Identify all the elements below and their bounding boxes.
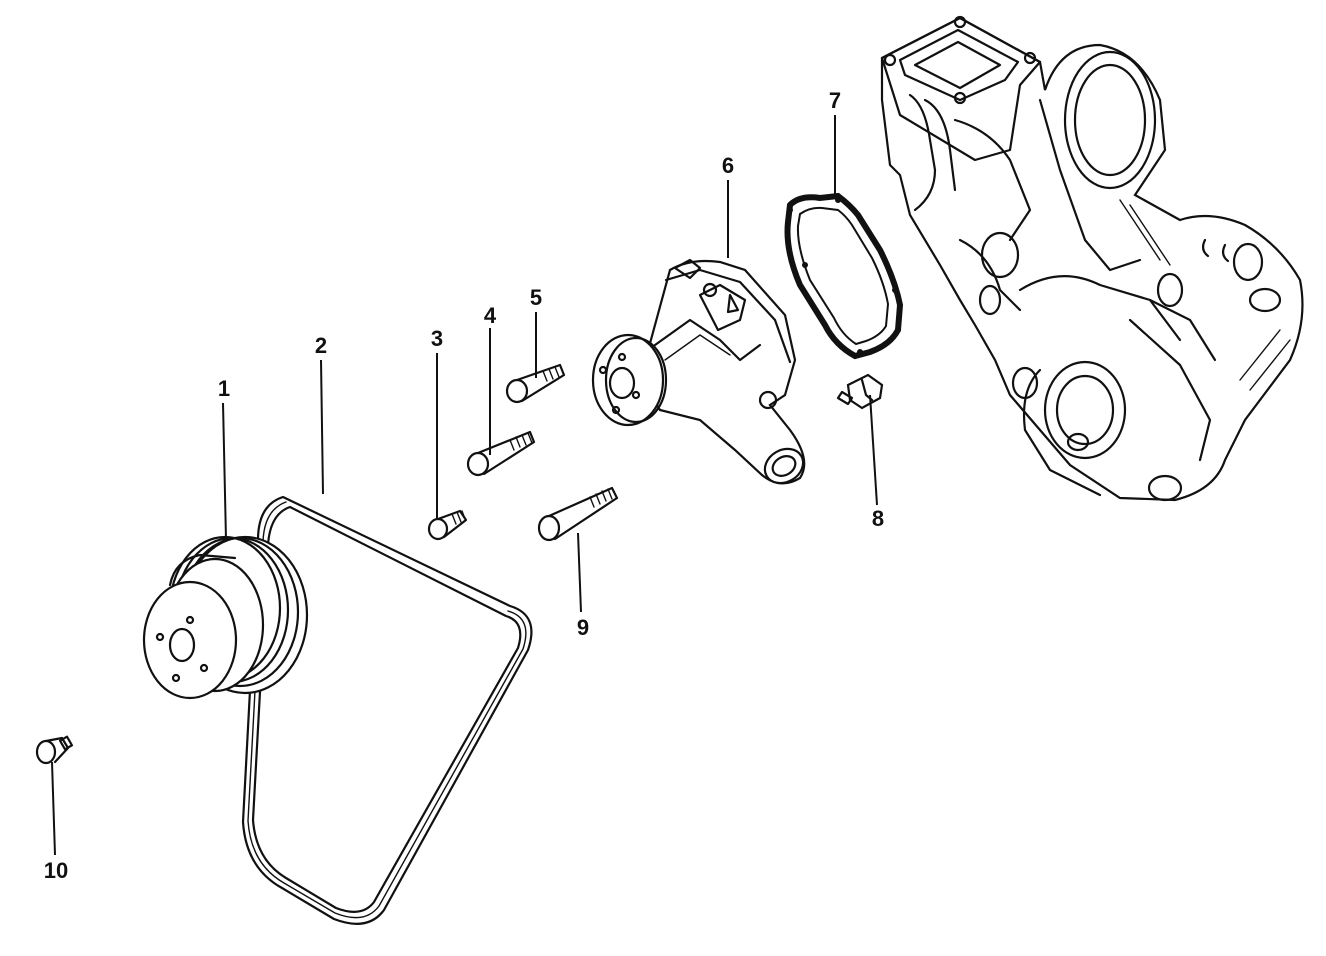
bolt-9-icon — [537, 486, 619, 542]
temperature-switch-icon — [836, 373, 884, 410]
callout-2: 2 — [314, 333, 328, 358]
callout-8: 8 — [871, 506, 885, 531]
callout-9: 9 — [576, 615, 590, 640]
plug-icon — [35, 735, 74, 765]
bolt-3-icon — [427, 509, 468, 541]
callout-6: 6 — [721, 153, 735, 178]
water-pump-icon — [591, 258, 806, 485]
gear-case-icon — [880, 15, 1304, 502]
gasket-icon — [784, 192, 904, 360]
bolt-4-icon — [466, 430, 536, 477]
bolt-5-icon — [505, 363, 566, 404]
callout-4: 4 — [483, 303, 497, 328]
pulley-icon — [142, 535, 309, 700]
leader-lines — [51, 115, 878, 856]
callout-7: 7 — [828, 88, 842, 113]
callout-3: 3 — [430, 326, 444, 351]
callout-1: 1 — [217, 376, 231, 401]
callout-10: 10 — [43, 858, 69, 883]
v-belt-icon — [241, 495, 533, 925]
callout-5: 5 — [529, 285, 543, 310]
